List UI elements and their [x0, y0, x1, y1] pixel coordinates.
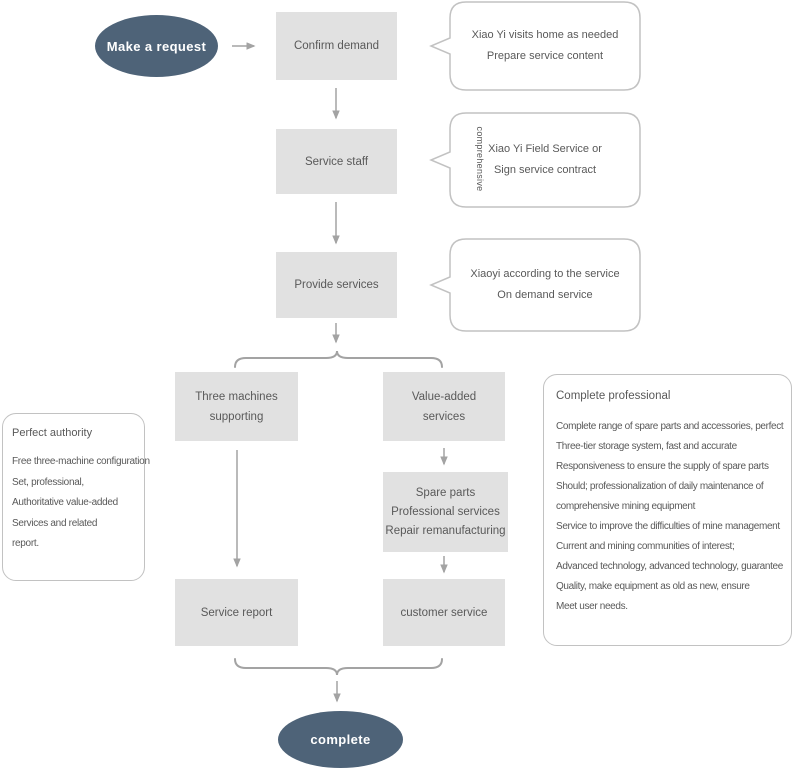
panel-line: Responsiveness to ensure the supply of s… — [556, 461, 769, 472]
brace-split — [234, 350, 443, 368]
callout-line: Xiao Yi visits home as needed — [471, 29, 619, 41]
brace-merge — [234, 658, 443, 676]
panel-complete-professional: Complete professional Complete range of … — [543, 374, 792, 646]
node-label-line: Professional services — [391, 505, 500, 518]
panel-line: Set, professional, — [12, 476, 84, 488]
callout-side-label-comprehensive: comprehensive — [475, 126, 485, 192]
node-label-line: Spare parts — [415, 486, 476, 499]
node-spare-parts-services: Spare parts Professional services Repair… — [383, 472, 508, 552]
node-confirm-demand: Confirm demand — [276, 12, 397, 80]
panel-line: Three-tier storage system, fast and accu… — [556, 441, 737, 452]
panel-line: Current and mining communities of intere… — [556, 541, 735, 552]
callout-bubble-1 — [429, 1, 641, 91]
node-label-line: Three machines — [195, 390, 278, 403]
panel-line: Advanced technology, advanced technology… — [556, 561, 783, 572]
end-terminal: complete — [278, 711, 403, 768]
node-service-staff: Service staff — [276, 129, 397, 194]
panel-line: Free three-machine configuration — [12, 456, 150, 467]
node-label-line: services — [422, 410, 466, 423]
panel-line: Should; professionalization of daily mai… — [556, 481, 764, 492]
callout-line: Xiao Yi Field Service or — [488, 143, 602, 155]
panel-perfect-authority: Perfect authority Free three-machine con… — [2, 413, 150, 581]
panel-title: Perfect authority — [12, 427, 93, 439]
callout-line: On demand service — [497, 289, 593, 301]
panel-line: Authoritative value-added — [12, 497, 118, 508]
panel-line: Complete range of spare parts and access… — [556, 421, 784, 432]
node-label: Service report — [200, 606, 273, 619]
node-label: customer service — [400, 606, 488, 619]
callout-bubble-3 — [429, 238, 641, 332]
node-three-machines-supporting: Three machines supporting — [175, 372, 298, 441]
node-label-line: Repair remanufacturing — [385, 524, 506, 537]
node-label: Service staff — [304, 155, 369, 168]
callout-line: Sign service contract — [493, 164, 597, 176]
node-label-line: supporting — [209, 410, 264, 423]
panel-title: Complete professional — [556, 390, 671, 402]
panel-line: Services and related — [12, 517, 98, 529]
callout-confirm-demand: Xiao Yi visits home as needed Prepare se… — [452, 2, 638, 90]
node-customer-service: customer service — [383, 579, 505, 646]
panel-line: Quality, make equipment as old as new, e… — [556, 581, 750, 592]
node-service-report: Service report — [175, 579, 298, 646]
node-provide-services: Provide services — [276, 252, 397, 318]
callout-line: Prepare service content — [486, 50, 604, 62]
callout-provide-services: Xiaoyi according to the service On deman… — [452, 239, 638, 331]
node-value-added-services: Value-added services — [383, 372, 505, 441]
node-label-line: Value-added — [411, 390, 477, 403]
panel-line: Meet user needs. — [556, 601, 628, 612]
callout-service-staff: Xiao Yi Field Service or Sign service co… — [452, 113, 638, 207]
node-label: Provide services — [294, 279, 379, 291]
node-label: Confirm demand — [293, 40, 379, 52]
start-terminal: Make a request — [95, 15, 218, 77]
callout-bubble-2 — [429, 112, 641, 208]
panel-line: Service to improve the difficulties of m… — [556, 521, 780, 532]
callout-line: Xiaoyi according to the service — [470, 268, 620, 280]
panel-line: comprehensive mining equipment — [556, 501, 696, 512]
start-terminal-label: Make a request — [106, 38, 207, 54]
end-terminal-label: complete — [310, 732, 371, 747]
panel-line: report. — [12, 538, 39, 549]
